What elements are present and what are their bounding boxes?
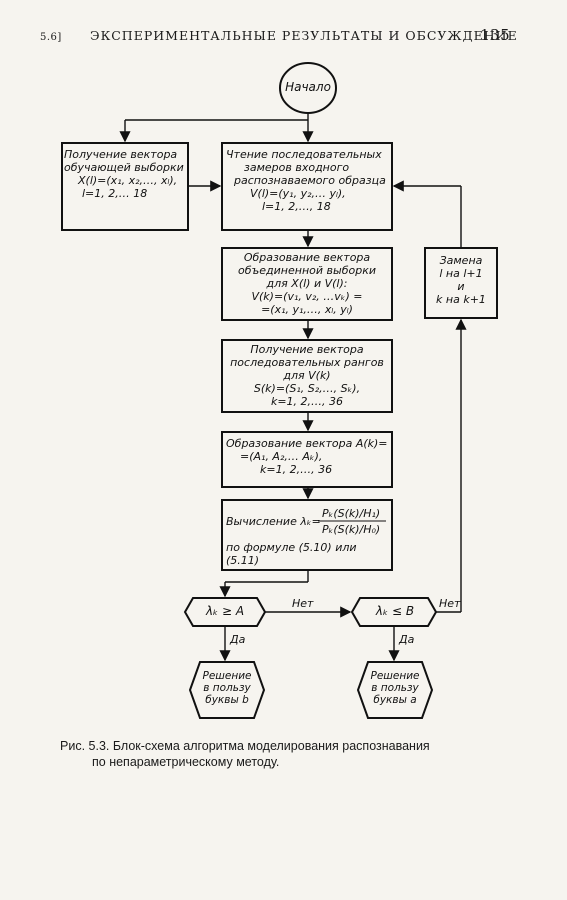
edge-label-no1: Нет <box>292 597 314 610</box>
page-number: 135 <box>480 26 511 44</box>
combined-box <box>221 247 393 321</box>
read-text: Чтение последовательных замеров входного… <box>226 148 386 213</box>
replace-text: Замена l на l+1 и k на k+1 <box>436 254 486 306</box>
training-text: Получение вектора обучающей выборки X(l)… <box>64 148 184 200</box>
cond1-text: λₖ ≥ A <box>205 604 245 618</box>
edge-label-yes1: Да <box>230 633 246 646</box>
combined-text: Образование вектора объединенной выборки… <box>238 251 376 316</box>
fraction-numerator: Pₖ(S(k)/H₁) <box>322 507 381 520</box>
figure-caption: Рис. 5.3. Блок-схема алгоритма моделиров… <box>60 739 430 769</box>
vectorA-box <box>221 431 393 488</box>
edge-label-yes2: Да <box>399 633 415 646</box>
decisionB-text: Решение в пользу буквы b <box>202 670 252 706</box>
start-label: Начало <box>285 80 331 94</box>
running-title: ЭКСПЕРИМЕНТАЛЬНЫЕ РЕЗУЛЬТАТЫ И ОБСУЖДЕНИ… <box>90 28 518 43</box>
fraction-denominator: Pₖ(S(k)/H₀) <box>322 523 381 536</box>
edge-label-no2: Нет <box>439 597 461 610</box>
decisionA-shape <box>356 661 434 719</box>
section-number: 5.6] <box>40 32 62 43</box>
read-box <box>221 142 393 231</box>
ranks-box <box>221 339 393 413</box>
cond2-text: λₖ ≤ B <box>375 604 415 618</box>
compute-box <box>221 499 393 571</box>
decisionA-text: Решение в пользу буквы a <box>370 670 420 706</box>
ranks-text: Получение вектора последовательных ранго… <box>230 343 384 408</box>
decisionB-shape <box>188 661 266 719</box>
vectorA-text: Образование вектора A(k)= =(A₁, A₂,… Aₖ)… <box>226 437 388 476</box>
